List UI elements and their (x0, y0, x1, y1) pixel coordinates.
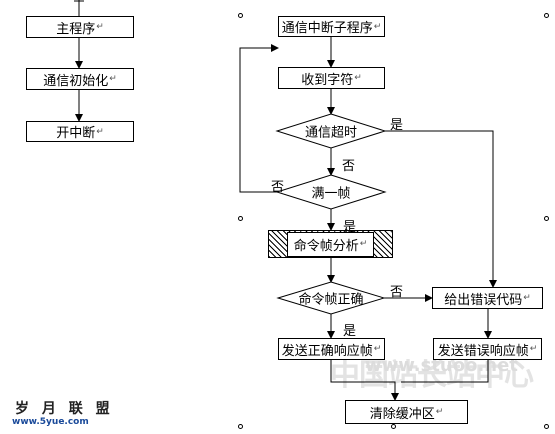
give-error-code-box: 给出错误代码↵ (432, 287, 543, 309)
clear-buffer-box: 清除缓冲区↵ (345, 400, 468, 424)
connector (239, 44, 279, 193)
main-program-label: 主程序 (56, 21, 96, 37)
return-mark: ↵ (109, 74, 117, 84)
selection-handle[interactable] (391, 424, 396, 429)
watermark: 中国站长站中心 (330, 358, 534, 393)
give-error-code-label: 给出错误代码 (444, 292, 523, 308)
cmd-correct-label: 命令帧正确 (298, 292, 364, 308)
connector (401, 360, 489, 383)
return-mark: ↵ (435, 407, 444, 417)
receive-char-box: 收到字符↵ (278, 67, 385, 89)
return-mark: ↵ (96, 126, 104, 137)
selection-handle[interactable] (544, 216, 549, 221)
site-logo-url: www.5yue.com (12, 417, 89, 427)
return-mark: ↵ (373, 21, 382, 32)
send-error-resp-label: 发送错误响应帧 (437, 343, 529, 359)
diamond-full-frame (275, 174, 387, 210)
return-mark: ↵ (529, 344, 538, 354)
return-mark: ↵ (373, 344, 382, 354)
enable-interrupt-box: 开中断↵ (26, 121, 134, 142)
full-frame-label: 满一帧 (311, 186, 351, 202)
cmd-analysis-label: 命令帧分析 (293, 238, 359, 254)
enable-interrupt-label: 开中断 (56, 126, 96, 141)
send-error-resp-box: 发送错误响应帧↵ (433, 338, 542, 360)
frame-no-label: 否 (271, 180, 285, 195)
correct-no-label: 否 (390, 285, 404, 300)
return-mark: ↵ (523, 293, 531, 303)
return-mark: ↵ (354, 73, 362, 83)
comm-init-label: 通信初始化 (43, 73, 109, 89)
correct-yes-label: 是 (343, 324, 357, 339)
main-program-box: 主程序↵ (26, 16, 134, 38)
cmd-analysis-box: 命令帧分析↵ (268, 230, 393, 258)
selection-handle[interactable] (238, 424, 243, 429)
timeout-yes-label: 是 (390, 118, 404, 133)
send-correct-resp-box: 发送正确响应帧↵ (278, 338, 385, 360)
frame-yes-label: 是 (343, 220, 357, 235)
return-mark: ↵ (359, 239, 368, 249)
isr-box: 通信中断子程序↵ (278, 16, 385, 37)
comm-init-box: 通信初始化↵ (26, 68, 134, 90)
site-logo: 岁 月 联 盟 (15, 401, 114, 417)
diamond-comm-timeout (275, 113, 387, 149)
selection-handle[interactable] (238, 13, 243, 18)
isr-label: 通信中断子程序 (281, 21, 373, 36)
timeout-no-label: 否 (342, 159, 356, 174)
cmd-analysis-inner: 命令帧分析↵ (286, 231, 375, 257)
receive-char-label: 收到字符 (301, 72, 354, 88)
return-mark: ↵ (96, 22, 104, 32)
comm-timeout-label: 通信超时 (304, 125, 358, 141)
selection-handle[interactable] (544, 424, 549, 429)
selection-handle[interactable] (544, 13, 549, 18)
diamond-cmd-correct (276, 281, 386, 315)
send-correct-resp-label: 发送正确响应帧 (281, 343, 373, 359)
selection-handle[interactable] (238, 216, 243, 221)
connector (330, 360, 399, 401)
watermark-url: www.stuoo.net (365, 355, 518, 376)
connector (385, 130, 497, 288)
clear-buffer-label: 清除缓冲区 (369, 406, 435, 422)
